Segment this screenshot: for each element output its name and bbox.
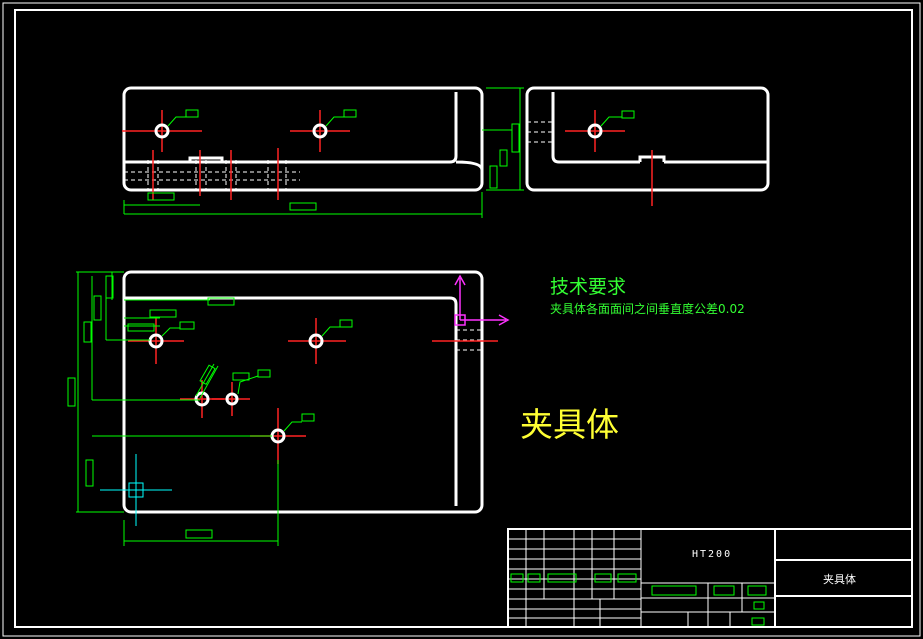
- inner-frame: [14, 9, 913, 628]
- plan-view-outline: [122, 270, 484, 514]
- part-name-label: 夹具体: [520, 405, 619, 444]
- ucs-axis-icon: [454, 274, 510, 326]
- title-block-material: HT200: [692, 549, 733, 560]
- title-block-fields: [510, 573, 767, 626]
- side-view-inner-step: [551, 92, 768, 164]
- plan-hole-1: [148, 333, 164, 349]
- plan-view-holes: [148, 333, 324, 444]
- plan-view-centerlines: [128, 318, 498, 464]
- plan-view-inner-line: [124, 296, 458, 506]
- side-view-hidden-lines: [527, 121, 553, 143]
- front-view-dimensions: [123, 87, 524, 218]
- side-view-dimensions: [600, 110, 635, 127]
- front-hole-left: [154, 123, 170, 139]
- plan-hole-4: [225, 392, 239, 406]
- plan-view-hidden-lines: [456, 329, 482, 351]
- side-view-centerlines: [565, 110, 653, 206]
- title-block-outline: [507, 528, 913, 628]
- front-hole-right: [312, 123, 328, 139]
- front-view[interactable]: [122, 86, 484, 192]
- crosshair-cursor-icon: [100, 454, 172, 526]
- technical-requirements-title: 技术要求: [550, 276, 627, 298]
- technical-requirements-note: 夹具体各面面间之间垂直度公差0.02: [550, 302, 745, 316]
- front-view-slot: [188, 156, 224, 162]
- title-block-drawing-name: 夹具体: [823, 573, 856, 586]
- title-block[interactable]: [507, 528, 913, 628]
- plan-hole-2: [308, 333, 324, 349]
- front-view-holes: [154, 123, 328, 139]
- side-view-outline: [525, 86, 770, 192]
- front-view-centerlines: [122, 110, 350, 200]
- front-view-outline: [122, 86, 484, 192]
- plan-view-dimensions: [67, 271, 353, 546]
- plan-view[interactable]: [122, 270, 484, 514]
- front-view-inner-step: [124, 92, 484, 171]
- front-view-hidden-lines: [124, 160, 300, 190]
- side-hole: [587, 123, 603, 139]
- side-view[interactable]: [525, 86, 770, 192]
- plan-hole-3: [194, 391, 210, 407]
